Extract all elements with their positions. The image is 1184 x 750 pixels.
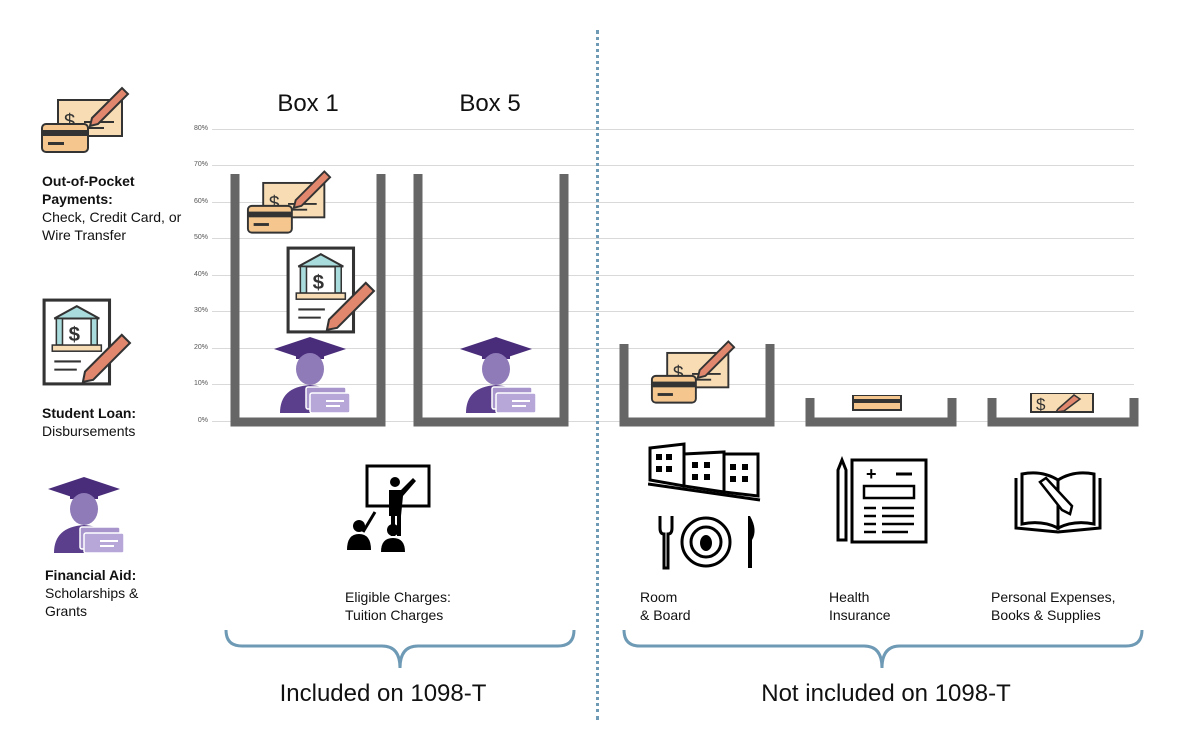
divider-line bbox=[596, 30, 599, 720]
box1-heading: Box 1 bbox=[277, 90, 339, 117]
room-board-label: Room & Board bbox=[640, 588, 760, 624]
gridline bbox=[212, 129, 1134, 130]
tuition-label: Eligible Charges: Tuition Charges bbox=[345, 588, 505, 624]
loan-document-icon bbox=[40, 296, 132, 388]
check-credit-card-icon bbox=[246, 162, 332, 244]
tuition-label-line1: Eligible Charges: bbox=[345, 589, 451, 605]
legend-financial-aid-title: Financial Aid: bbox=[45, 567, 137, 583]
not-included-label: Not included on 1098-T bbox=[761, 680, 1011, 707]
health-insurance-label-line2: Insurance bbox=[829, 607, 891, 623]
box5-bucket bbox=[413, 174, 569, 427]
health-insurance-label: Health Insurance bbox=[829, 588, 949, 624]
axis-tick-label: 30% bbox=[193, 307, 208, 314]
included-brace bbox=[224, 629, 576, 669]
axis-tick-label: 20% bbox=[193, 344, 208, 351]
graduate-aid-icon bbox=[456, 334, 536, 416]
graduate-aid-icon bbox=[270, 334, 350, 416]
legend-student-loan-text: Disbursements bbox=[42, 423, 136, 439]
box1-bucket bbox=[230, 174, 386, 427]
room-board-icon bbox=[648, 440, 763, 570]
axis-tick-label: 50% bbox=[193, 234, 208, 241]
insurance-form-icon: + bbox=[832, 456, 930, 546]
legend-out-of-pocket-text: Check, Credit Card, or Wire Transfer bbox=[42, 209, 182, 243]
teacher-classroom-icon bbox=[345, 462, 435, 552]
gridline bbox=[212, 348, 1134, 349]
axis-tick-label: 60% bbox=[193, 198, 208, 205]
room-board-label-line2: & Board bbox=[640, 607, 691, 623]
gridline bbox=[212, 311, 1134, 312]
open-book-icon bbox=[1012, 466, 1104, 536]
credit-card-icon bbox=[852, 395, 902, 411]
loan-document-icon bbox=[284, 244, 376, 336]
legend-financial-aid: Financial Aid: Scholarships & Grants bbox=[45, 566, 195, 620]
graduate-aid-icon bbox=[44, 474, 124, 556]
gridline bbox=[212, 238, 1134, 239]
personal-expenses-label: Personal Expenses, Books & Supplies bbox=[991, 588, 1161, 624]
legend-out-of-pocket-title: Out-of-Pocket Payments: bbox=[42, 173, 135, 207]
legend-student-loan: Student Loan: Disbursements bbox=[42, 404, 192, 440]
check-credit-card-icon bbox=[40, 80, 130, 162]
gridline bbox=[212, 165, 1134, 166]
not-included-brace bbox=[622, 629, 1144, 669]
personal-expenses-label-line1: Personal Expenses, bbox=[991, 589, 1116, 605]
gridline bbox=[212, 202, 1134, 203]
check-icon: $ bbox=[1030, 393, 1094, 413]
personal-bucket bbox=[987, 398, 1139, 427]
tuition-label-line2: Tuition Charges bbox=[345, 607, 444, 623]
axis-tick-label: 40% bbox=[193, 271, 208, 278]
svg-text:+: + bbox=[866, 464, 877, 484]
axis-tick-label: 80% bbox=[193, 125, 208, 132]
gridline bbox=[212, 275, 1134, 276]
room-board-label-line1: Room bbox=[640, 589, 678, 605]
axis-tick-label: 10% bbox=[193, 380, 208, 387]
personal-expenses-label-line2: Books & Supplies bbox=[991, 607, 1101, 623]
axis-tick-label: 0% bbox=[197, 417, 208, 424]
health-insurance-label-line1: Health bbox=[829, 589, 870, 605]
legend-student-loan-title: Student Loan: bbox=[42, 405, 137, 421]
check-credit-card-icon bbox=[650, 332, 736, 414]
included-label: Included on 1098-T bbox=[279, 680, 487, 707]
room-board-bucket bbox=[619, 344, 775, 427]
legend-out-of-pocket: Out-of-Pocket Payments: Check, Credit Ca… bbox=[42, 172, 192, 244]
box5-heading: Box 5 bbox=[459, 90, 521, 117]
svg-text:$: $ bbox=[1036, 395, 1046, 413]
axis-tick-label: 70% bbox=[193, 161, 208, 168]
health-bucket bbox=[805, 398, 957, 427]
legend-financial-aid-text: Scholarships & Grants bbox=[45, 585, 139, 619]
